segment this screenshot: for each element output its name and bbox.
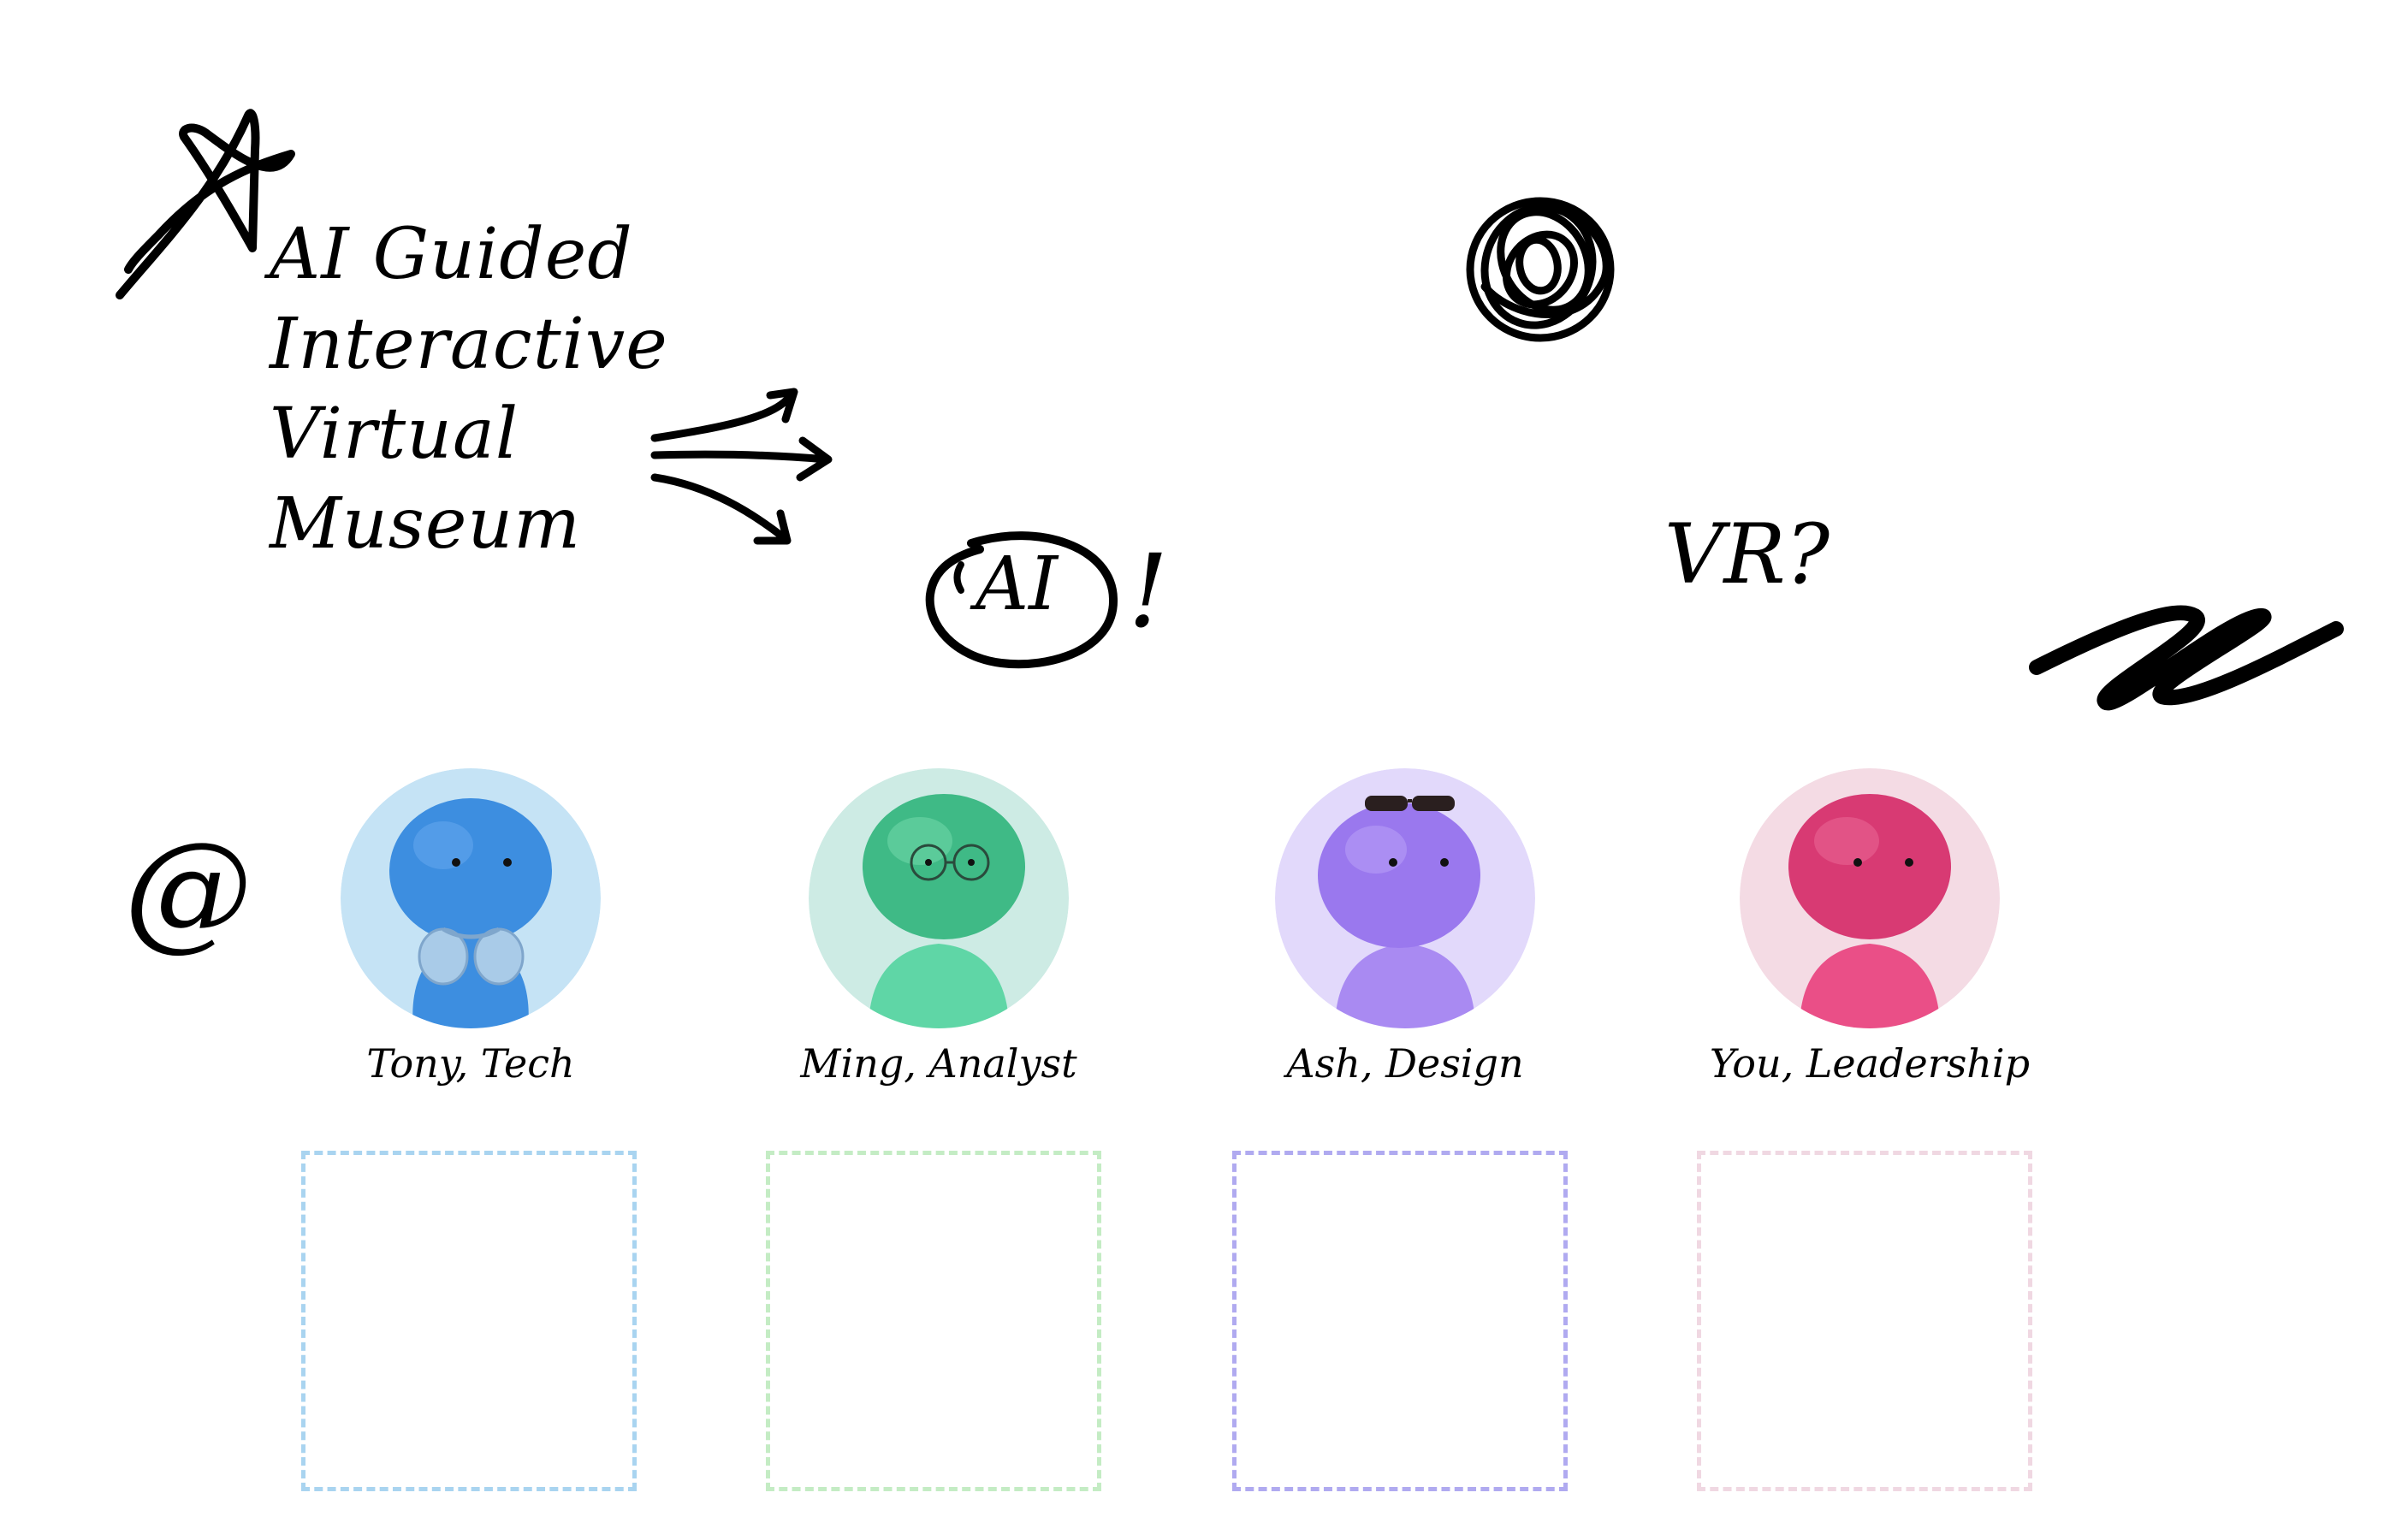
arrows-doodle-icon	[650, 388, 833, 545]
caption-tony: Tony, Tech	[366, 1040, 575, 1087]
title-line-1: AI Guided	[270, 214, 633, 295]
avatar-you[interactable]	[1740, 768, 2000, 1028]
caption-you: You, Leadership	[1709, 1040, 2031, 1087]
avatar-ming[interactable]	[809, 768, 1069, 1028]
hand-drawn-circle-icon	[925, 531, 1118, 669]
avatar-ming-figure	[809, 768, 1069, 1028]
board-title: AI Guided Interactive Virtual Museum	[270, 210, 668, 569]
title-line-4: Museum	[270, 483, 581, 565]
title-line-3: Virtual	[270, 394, 519, 475]
avatar-tony[interactable]	[341, 768, 601, 1028]
caption-ash: Ash, Design	[1286, 1040, 1524, 1087]
title-line-2: Interactive	[270, 304, 668, 385]
ai-label: AI	[976, 542, 1059, 627]
star-doodle-icon	[116, 109, 295, 299]
dropzone-you[interactable]	[1697, 1151, 2032, 1491]
at-symbol: @	[124, 815, 252, 964]
exclaim-label: !	[1128, 532, 1169, 650]
avatar-ash[interactable]	[1275, 768, 1535, 1028]
dropzone-ash[interactable]	[1232, 1151, 1568, 1491]
zigzag-scribble-icon	[2029, 605, 2344, 711]
dropzone-ming[interactable]	[766, 1151, 1101, 1491]
caption-ming: Ming, Analyst	[800, 1040, 1077, 1087]
vr-label: VR?	[1664, 506, 1830, 602]
avatar-you-figure	[1740, 768, 2000, 1028]
scribble-ball-icon	[1466, 197, 1615, 342]
avatar-tony-figure	[341, 768, 601, 1028]
dropzone-tony[interactable]	[301, 1151, 637, 1491]
avatar-ash-figure	[1275, 768, 1535, 1028]
